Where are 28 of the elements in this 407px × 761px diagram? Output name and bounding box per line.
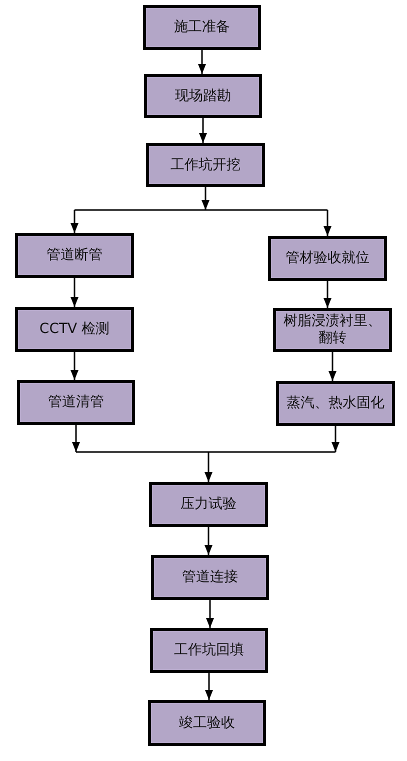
arrow [324, 281, 332, 308]
process-box: 管材验收就位 [268, 236, 387, 281]
process-box: 树脂浸渍衬里、翻转 [273, 308, 392, 352]
arrow [324, 210, 332, 236]
arrow [70, 210, 78, 233]
process-box: 工作坑回填 [150, 628, 268, 673]
arrow [198, 50, 206, 74]
process-box: CCTV 检测 [15, 307, 134, 352]
process-box: 竣工验收 [148, 700, 266, 746]
process-box: 管道断管 [15, 233, 134, 278]
process-box: 蒸汽、热水固化 [276, 381, 395, 426]
arrow [204, 527, 212, 555]
arrow [328, 352, 336, 381]
branch-arrow [74, 186, 328, 211]
process-box: 压力试验 [149, 482, 268, 527]
arrow [206, 600, 214, 628]
arrow [199, 118, 207, 143]
arrow [72, 425, 80, 452]
process-box: 施工准备 [143, 5, 261, 50]
arrow [70, 278, 78, 307]
process-box: 管道连接 [151, 555, 269, 600]
arrow [70, 352, 78, 380]
arrow [332, 426, 340, 452]
process-box: 工作坑开挖 [146, 143, 265, 187]
arrow [205, 673, 213, 700]
process-box: 管道清管 [17, 380, 135, 425]
branch-arrow [75, 451, 336, 483]
process-box: 现场踏勘 [144, 74, 262, 118]
